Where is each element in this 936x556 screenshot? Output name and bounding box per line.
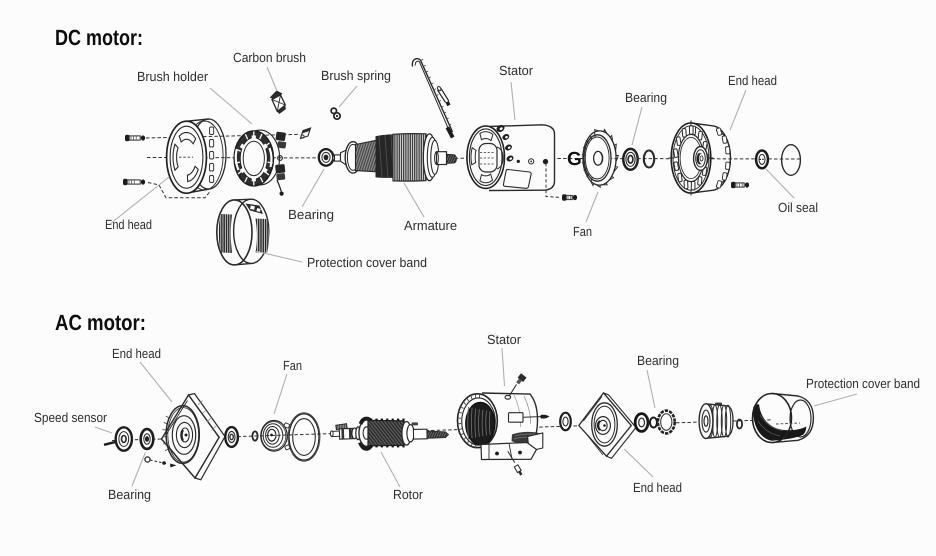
svg-text:Armature: Armature — [404, 218, 457, 233]
svg-text:Bearing: Bearing — [288, 207, 334, 222]
svg-text:DC motor:: DC motor: — [55, 25, 143, 50]
svg-text:Stator: Stator — [499, 63, 534, 78]
svg-text:Brush holder: Brush holder — [137, 69, 209, 84]
svg-text:End head: End head — [112, 346, 161, 361]
svg-text:Rotor: Rotor — [393, 487, 424, 502]
svg-text:Brush spring: Brush spring — [321, 68, 391, 83]
svg-text:Protection cover band: Protection cover band — [806, 376, 920, 391]
svg-text:End head: End head — [728, 73, 777, 88]
svg-text:Fan: Fan — [283, 358, 302, 373]
svg-text:G: G — [567, 149, 582, 170]
svg-text:End head: End head — [633, 480, 682, 495]
svg-text:AC motor:: AC motor: — [55, 310, 146, 335]
svg-text:Bearing: Bearing — [625, 90, 667, 105]
svg-text:Carbon brush: Carbon brush — [233, 50, 306, 65]
svg-text:Fan: Fan — [573, 224, 592, 239]
svg-text:Oil seal: Oil seal — [778, 200, 818, 215]
svg-text:Bearing: Bearing — [108, 487, 151, 502]
svg-text:Speed sensor: Speed sensor — [34, 410, 108, 425]
svg-text:Protection cover band: Protection cover band — [307, 255, 427, 270]
svg-text:End head: End head — [105, 217, 152, 232]
svg-text:Bearing: Bearing — [637, 353, 679, 368]
svg-text:Stator: Stator — [487, 332, 522, 347]
